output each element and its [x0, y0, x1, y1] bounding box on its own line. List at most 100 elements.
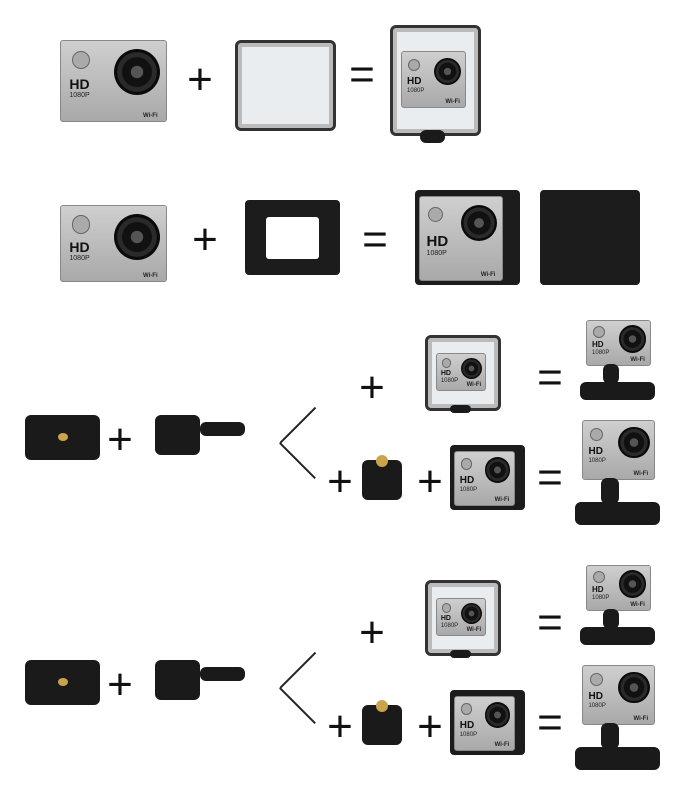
resolution-label: 1080P — [592, 350, 610, 356]
mount-base — [419, 130, 446, 143]
lens-icon — [433, 57, 462, 86]
mount-arm — [602, 609, 619, 629]
resolution-label: 1080P — [592, 595, 610, 601]
resolution-label: 1080P — [69, 255, 90, 262]
power-button-icon — [589, 672, 604, 687]
plus-sign: + — [417, 457, 443, 506]
power-button-icon — [71, 50, 91, 70]
wifi-label: Wi-Fi — [633, 716, 649, 722]
hd-label: HD — [588, 691, 603, 702]
hd-label: HD — [440, 370, 451, 377]
hd-label: HD — [69, 76, 90, 92]
screw-icon — [58, 678, 68, 686]
power-button-icon — [460, 458, 473, 470]
resolution-label: 1080P — [440, 378, 459, 384]
branch-line — [279, 687, 316, 724]
frame-mount-back — [540, 190, 640, 285]
hd-label: HD — [592, 340, 604, 349]
hd-label: HD — [407, 76, 422, 87]
lens-icon — [113, 213, 160, 260]
lens-icon — [618, 570, 647, 599]
power-button-icon — [589, 427, 604, 442]
plus-sign: + — [107, 660, 133, 709]
mount-arm — [600, 722, 620, 749]
screw-icon — [58, 433, 68, 441]
equals-sign: = — [537, 598, 563, 647]
wifi-label: Wi-Fi — [466, 627, 482, 633]
mount-arm — [600, 477, 620, 504]
wifi-label: Wi-Fi — [143, 113, 158, 119]
equals-sign: = — [537, 353, 563, 402]
lens-icon — [484, 457, 511, 484]
equals-sign: = — [349, 50, 375, 99]
plus-sign: + — [187, 55, 213, 104]
mount-base — [449, 405, 471, 414]
j-hook-mount — [155, 660, 200, 700]
plus-sign: + — [327, 702, 353, 751]
power-button-icon — [593, 571, 606, 584]
lens-icon — [618, 426, 650, 459]
lens-icon — [484, 702, 511, 729]
lens-icon — [618, 325, 647, 354]
power-button-icon — [428, 206, 444, 223]
wifi-label: Wi-Fi — [630, 357, 645, 363]
screw-icon — [376, 700, 388, 712]
power-button-icon — [71, 215, 91, 234]
branch-line — [279, 442, 316, 479]
wifi-label: Wi-Fi — [445, 99, 460, 105]
wifi-label: Wi-Fi — [480, 272, 496, 278]
handlebar-mount-arm — [155, 415, 200, 455]
hd-label: HD — [592, 585, 604, 594]
wifi-label: Wi-Fi — [630, 602, 645, 608]
equals-sign: = — [362, 215, 388, 264]
power-button-icon — [441, 603, 452, 613]
hd-label: HD — [459, 720, 475, 731]
resolution-label: 1080P — [426, 250, 447, 257]
wifi-label: Wi-Fi — [494, 742, 510, 748]
adhesive-base — [580, 382, 655, 400]
wifi-label: Wi-Fi — [143, 273, 158, 279]
hd-label: HD — [426, 233, 449, 250]
plus-sign: + — [359, 608, 385, 657]
resolution-label: 1080P — [588, 703, 606, 709]
hd-label: HD — [459, 475, 475, 486]
waterproof-housing — [235, 40, 336, 131]
power-button-icon — [593, 326, 606, 339]
lens-icon — [461, 357, 483, 379]
wifi-label: Wi-Fi — [633, 471, 649, 477]
plus-sign: + — [327, 457, 353, 506]
power-button-icon — [408, 58, 421, 71]
frame-opening — [265, 216, 320, 259]
plus-sign: + — [417, 702, 443, 751]
mount-base — [449, 650, 471, 659]
handlebar-mount-arm-extension — [200, 422, 245, 436]
equals-sign: = — [537, 453, 563, 502]
j-hook-mount-extension — [200, 667, 245, 681]
lens-icon — [461, 602, 483, 624]
resolution-label: 1080P — [440, 623, 459, 629]
branch-line — [279, 651, 316, 689]
mount-arm — [602, 364, 619, 384]
screw-icon — [376, 455, 388, 467]
lens-icon — [618, 671, 650, 704]
frame-mount — [245, 200, 340, 275]
lens-icon — [461, 205, 498, 242]
resolution-label: 1080P — [69, 92, 90, 99]
wifi-label: Wi-Fi — [466, 382, 482, 388]
hd-label: HD — [440, 615, 451, 622]
lens-icon — [113, 49, 160, 96]
